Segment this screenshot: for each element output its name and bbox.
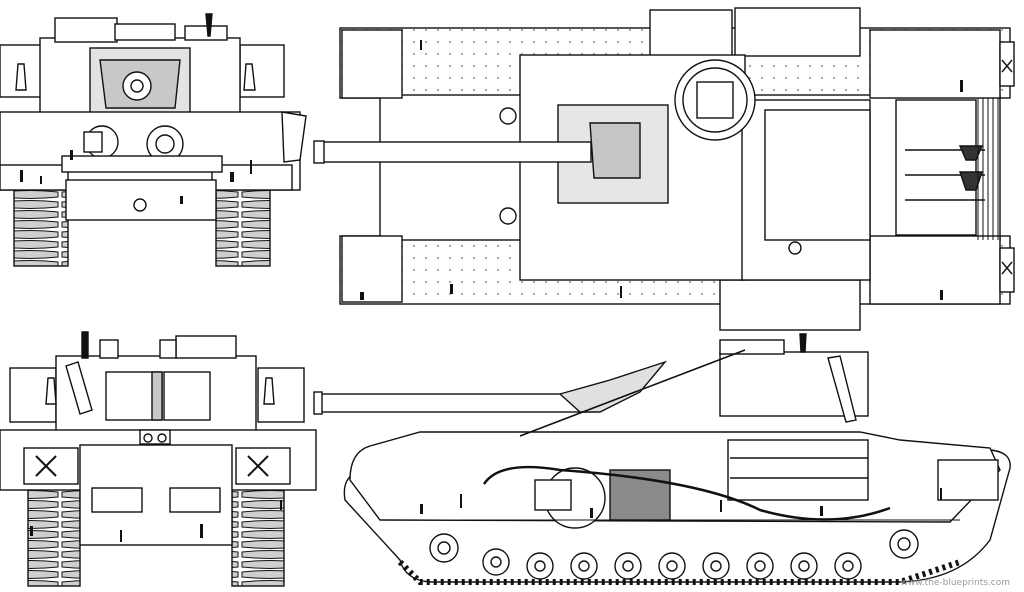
- front-view: [0, 13, 307, 267]
- right-track-rear: [231, 487, 285, 587]
- left-track-rear: [27, 487, 81, 587]
- side-hull: [349, 431, 1001, 523]
- road-wheels: [429, 529, 919, 580]
- watermark-text: www.the-blueprints.com: [900, 578, 1010, 588]
- right-track-front: [215, 187, 271, 267]
- rear-view: [0, 331, 317, 587]
- main-gun-top: [315, 141, 592, 163]
- main-gun-side: [315, 393, 587, 413]
- weathering-marks: [20, 40, 963, 542]
- left-track-front: [13, 187, 69, 267]
- top-view: [313, 7, 1015, 331]
- side-view: [313, 333, 1011, 585]
